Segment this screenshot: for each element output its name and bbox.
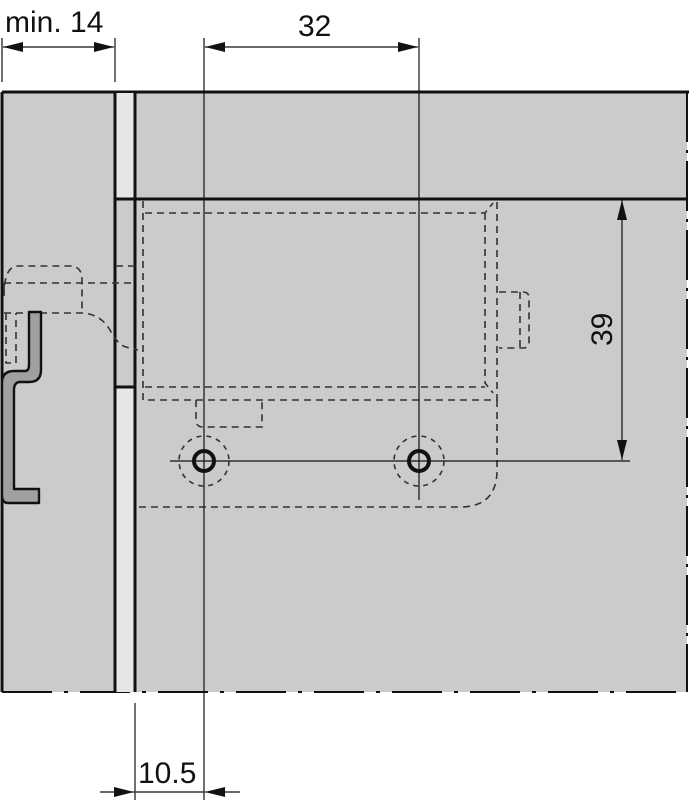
reference-lines <box>170 38 630 800</box>
dimension-label-39: 39 <box>586 313 619 346</box>
dimension-32: 32 <box>205 10 418 52</box>
dimension-label-10-5: 10.5 <box>138 757 196 790</box>
panel <box>0 90 689 693</box>
hole-right <box>393 435 445 487</box>
mounting-plate-hidden-outline <box>135 201 530 508</box>
dimension-label-32: 32 <box>298 10 331 43</box>
dimension-min-14: min. 14 <box>1 6 116 82</box>
dimension-label-min-14: min. 14 <box>5 6 103 39</box>
mounting-bracket-profile <box>0 310 43 505</box>
gap-strip <box>113 92 137 692</box>
hinge-arm-hidden-outline <box>3 265 139 364</box>
hole-left <box>178 435 230 487</box>
dimension-10-5: 10.5 <box>100 703 240 800</box>
dimension-39: 39 <box>586 200 627 460</box>
